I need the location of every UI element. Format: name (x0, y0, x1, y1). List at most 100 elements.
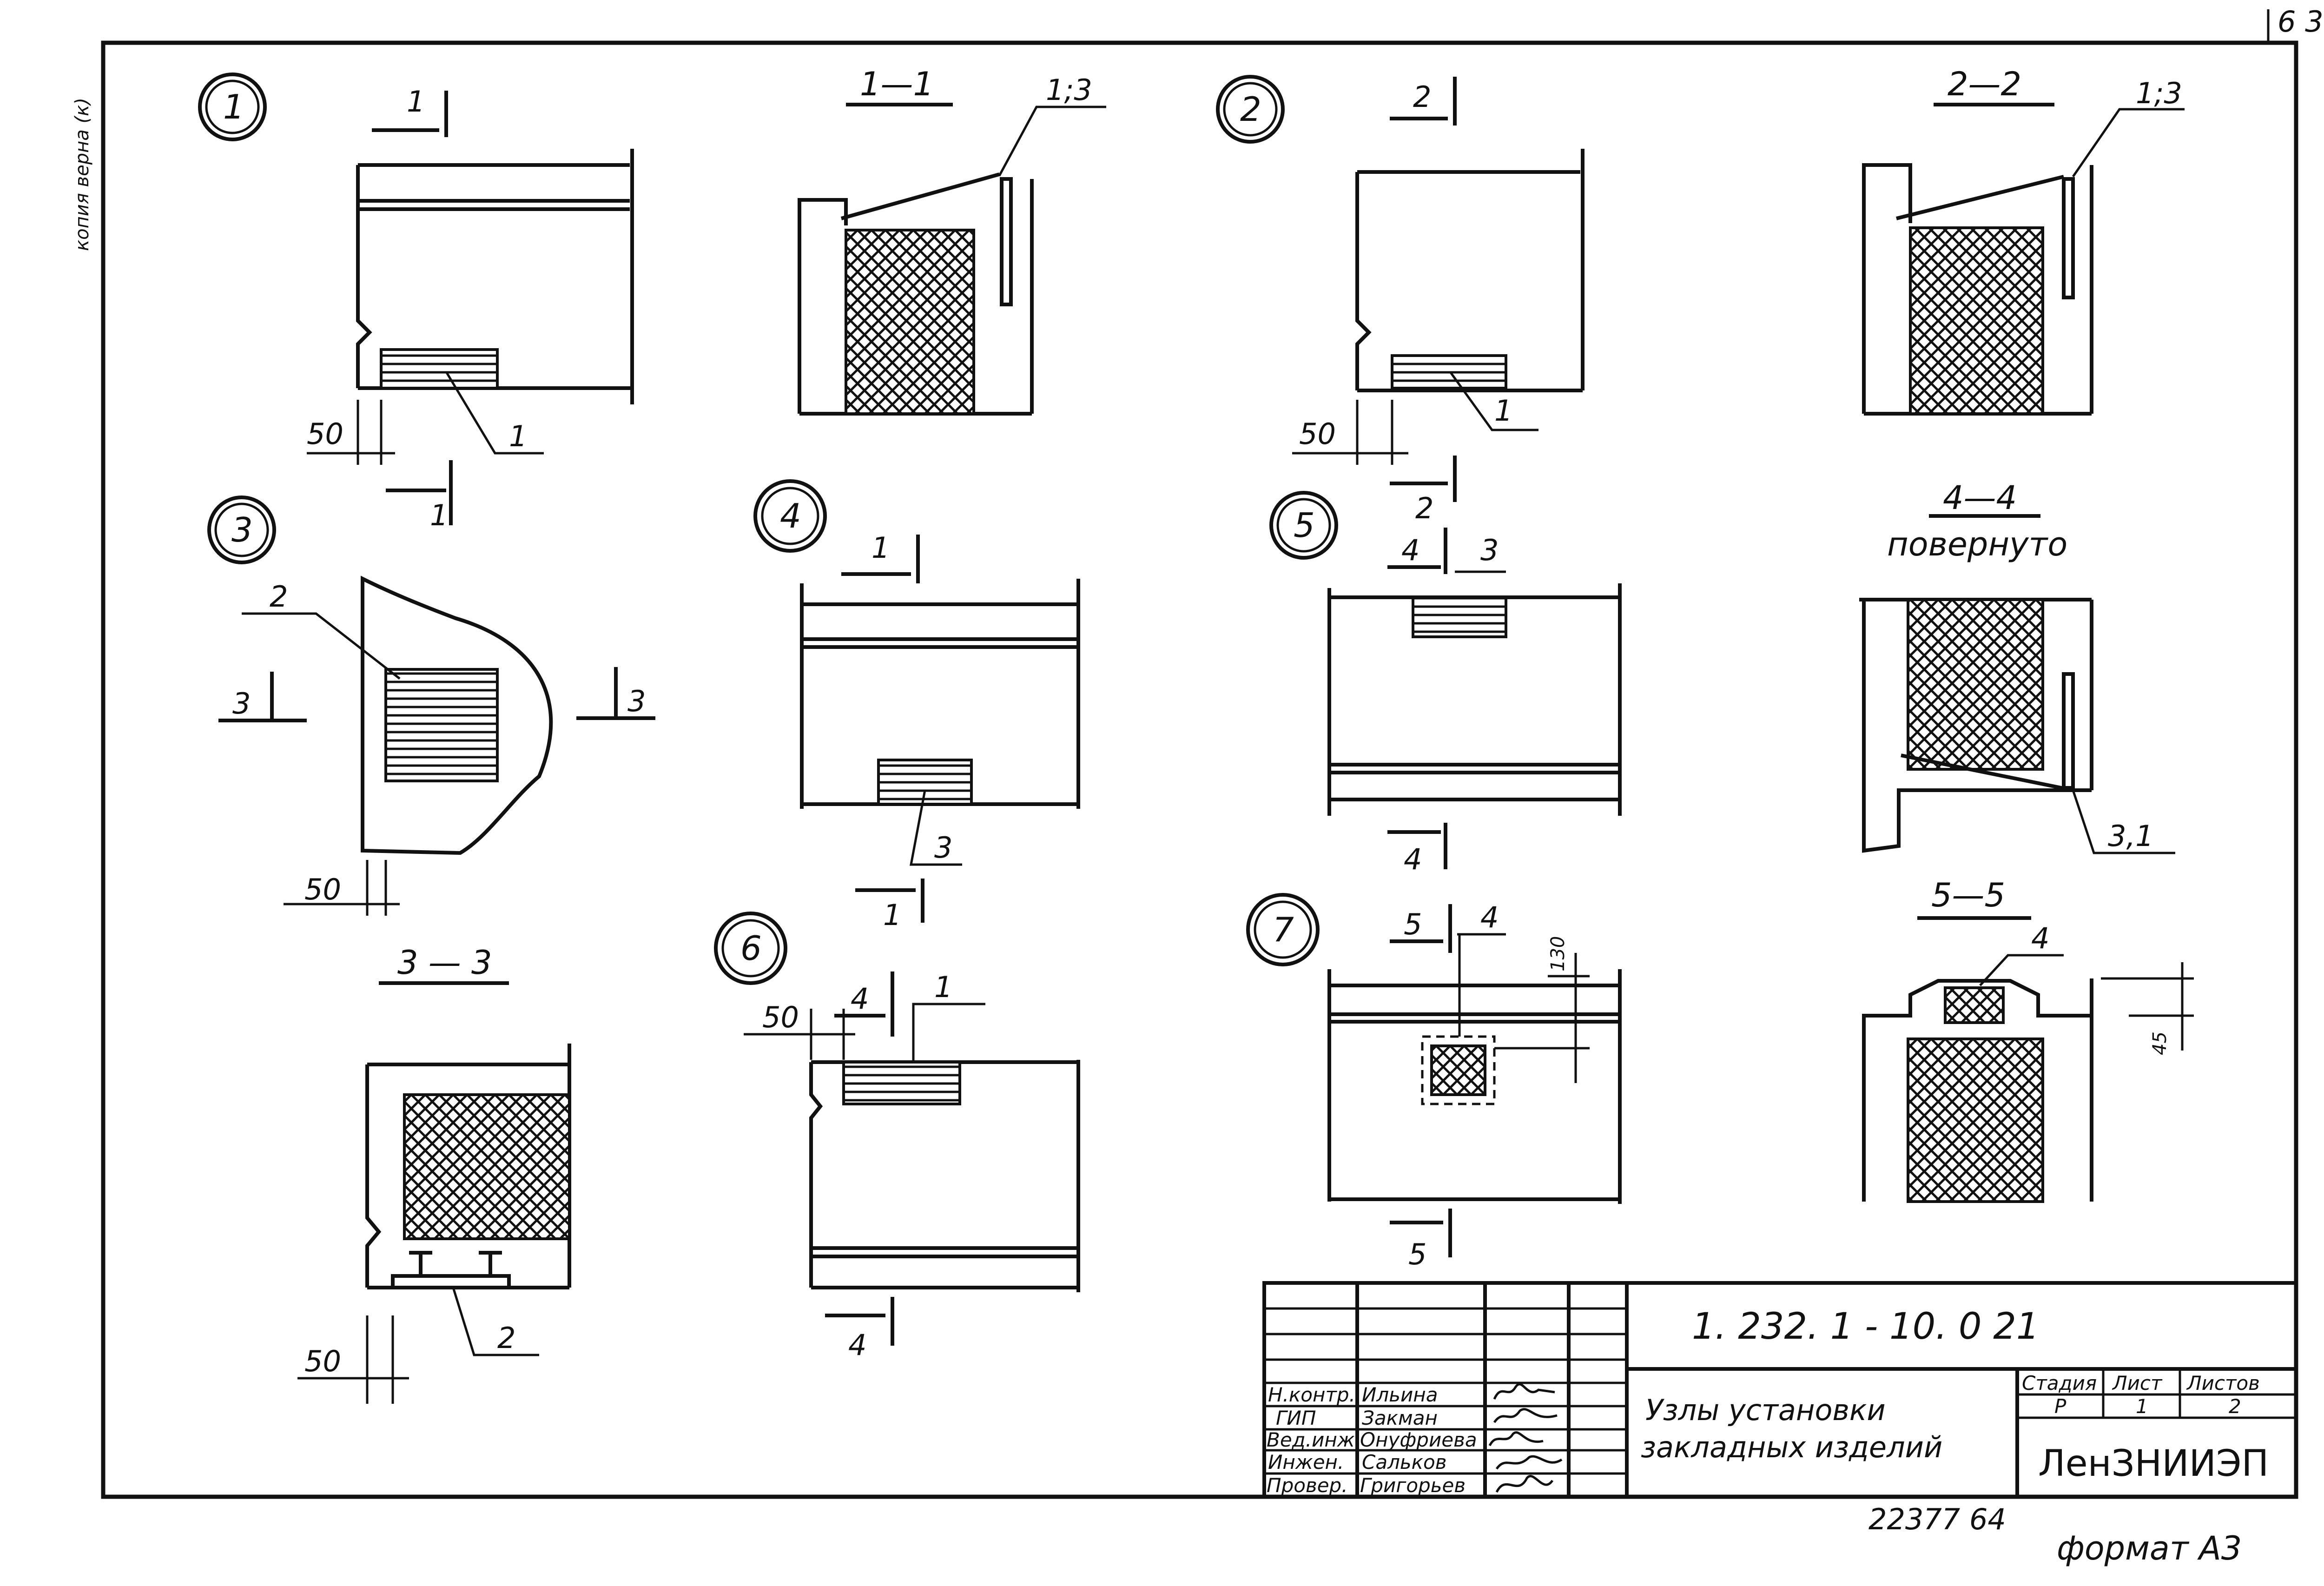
cut-label-top: 4 (851, 982, 869, 1016)
detail-1-number: 1 (223, 87, 244, 126)
leader-line (1449, 371, 1538, 431)
section-2-2-anchor (1896, 175, 2064, 220)
section-1-1-leader (998, 106, 1106, 177)
detail-3: 3 2 3 3 50 (207, 496, 655, 916)
detail-6-marker-inner (721, 919, 780, 978)
position-label: 4 (1480, 900, 1499, 934)
section-4-4-outline (1862, 600, 2093, 853)
detail-4-number: 4 (780, 496, 801, 535)
section-2-2-bar (2062, 177, 2075, 299)
role-4: Провер. (1267, 1474, 1348, 1497)
dim-50: 50 (1299, 417, 1336, 451)
plate-dashed-frame (1421, 1035, 1496, 1105)
detail-1-marker (198, 73, 267, 141)
sheet-value: 1 (2136, 1395, 2148, 1418)
name-3: Сальков (1362, 1451, 1446, 1474)
embedded-plate (380, 348, 499, 390)
embedded-plate (877, 759, 973, 806)
section-2-2-ref: 1;3 (2136, 76, 2182, 110)
dim-50: 50 (762, 1000, 799, 1034)
sheets-label: Листов (2186, 1372, 2260, 1394)
section-3-3-title: 3 — 3 (397, 944, 492, 982)
dim-130: 130 (1547, 936, 1569, 971)
section-4-4-anchor (1901, 753, 2073, 792)
position-label: 1 (934, 970, 952, 1004)
title-block: 1. 232. 1 - 10. 0 21 Н.контр. ГИП Вед.ин… (1262, 1281, 2298, 1499)
section-1-1-insulation (845, 229, 975, 415)
dim-45: 45 (2149, 1031, 2171, 1055)
section-4-4-insulation (1907, 598, 2044, 771)
position-label: 2 (270, 580, 288, 614)
detail-3-marker-inner (214, 502, 269, 557)
cut-label-bottom: 1 (430, 498, 448, 532)
leader-line (445, 371, 544, 455)
detail-6-marker (714, 912, 787, 985)
section-3-3-base-plate (391, 1274, 511, 1289)
cut-label-top: 1 (407, 85, 425, 119)
slab-outline (1355, 149, 1585, 392)
cut-left-label: 3 (232, 687, 251, 720)
cut-label-bottom: 4 (1404, 842, 1422, 876)
section-4-4-leader (2072, 790, 2175, 854)
signature-1 (1493, 1408, 1558, 1423)
signature-3 (1495, 1455, 1563, 1470)
section-5-5-ref: 4 (2031, 921, 2049, 955)
embedded-plate (384, 668, 499, 782)
detail-4: 4 1 3 1 (753, 479, 1080, 932)
cut-label-bottom: 5 (1408, 1237, 1426, 1271)
section-3-3-ref: 2 (497, 1321, 515, 1355)
section-5-5-leader (1979, 954, 2064, 986)
name-2: Онуфриева (1360, 1428, 1477, 1451)
section-1-1-anchor (840, 172, 1000, 220)
sheet-label: Лист (2112, 1372, 2163, 1394)
sheets-value: 2 (2229, 1395, 2241, 1418)
sheet-corner-number: 6 3 (2278, 5, 2324, 39)
detail-3-marker (207, 496, 276, 564)
section-3-3: 3 — 3 2 50 (297, 944, 571, 1404)
cut-label-top: 4 (1401, 533, 1419, 567)
role-1: ГИП (1276, 1407, 1316, 1429)
detail-2-marker (1216, 75, 1285, 144)
embedded-plate (1412, 596, 1507, 638)
detail-5-marker-inner (1276, 498, 1331, 553)
section-5-5-outline (1862, 978, 2093, 1202)
inventory-number: 22377 64 (1868, 1502, 2006, 1536)
sheet-frame (101, 40, 2298, 1499)
cut-label-top: 1 (872, 531, 890, 565)
detail-3-number: 3 (231, 510, 253, 549)
section-4-4-ref: 3,1 (2108, 819, 2154, 853)
section-1-1: 1—1 1;3 (798, 65, 1106, 416)
dim-50: 50 (307, 417, 343, 451)
section-5-5-title: 5—5 (1931, 876, 2005, 914)
section-4-4-bar (2062, 672, 2075, 790)
detail-5: 5 4 3 4 (1269, 491, 1622, 876)
position-label: 3 (1480, 533, 1499, 567)
dim-50: 50 (304, 1344, 341, 1378)
embedded-plate (842, 1061, 961, 1105)
section-1-1-title: 1—1 (860, 65, 934, 103)
detail-4-marker (753, 479, 827, 553)
section-4-4-subtitle: повернуто (1887, 525, 2067, 563)
cut-label-top: 5 (1404, 907, 1422, 941)
embedded-plate (1430, 1044, 1486, 1096)
section-1-1-bar (1000, 177, 1013, 306)
role-2: Вед.инж. (1267, 1428, 1361, 1451)
section-4-4-title: 4—4 (1943, 479, 2017, 517)
section-5-5-anchor (1944, 986, 2005, 1024)
detail-2-number: 2 (1240, 90, 1261, 129)
organization-name: ЛенЗНИИЭП (2038, 1443, 2269, 1485)
cut-label-top: 2 (1413, 80, 1431, 114)
signature-0 (1493, 1383, 1555, 1400)
detail-5-marker (1269, 491, 1338, 560)
section-4-4: 4—4 повернуто 3,1 (1859, 479, 2175, 854)
section-3-3-stud-2 (479, 1251, 502, 1276)
drawing-title-line-1: Узлы установки (1645, 1393, 1886, 1427)
section-2-2-leader (2072, 108, 2185, 178)
slab-outline (356, 149, 634, 404)
leader-line (909, 790, 962, 866)
detail-7: 7 5 4 130 5 (1246, 893, 1622, 1271)
name-1: Закман (1362, 1407, 1438, 1429)
stage-label: Стадия (2022, 1372, 2097, 1394)
role-0: Н.контр. (1268, 1383, 1355, 1406)
